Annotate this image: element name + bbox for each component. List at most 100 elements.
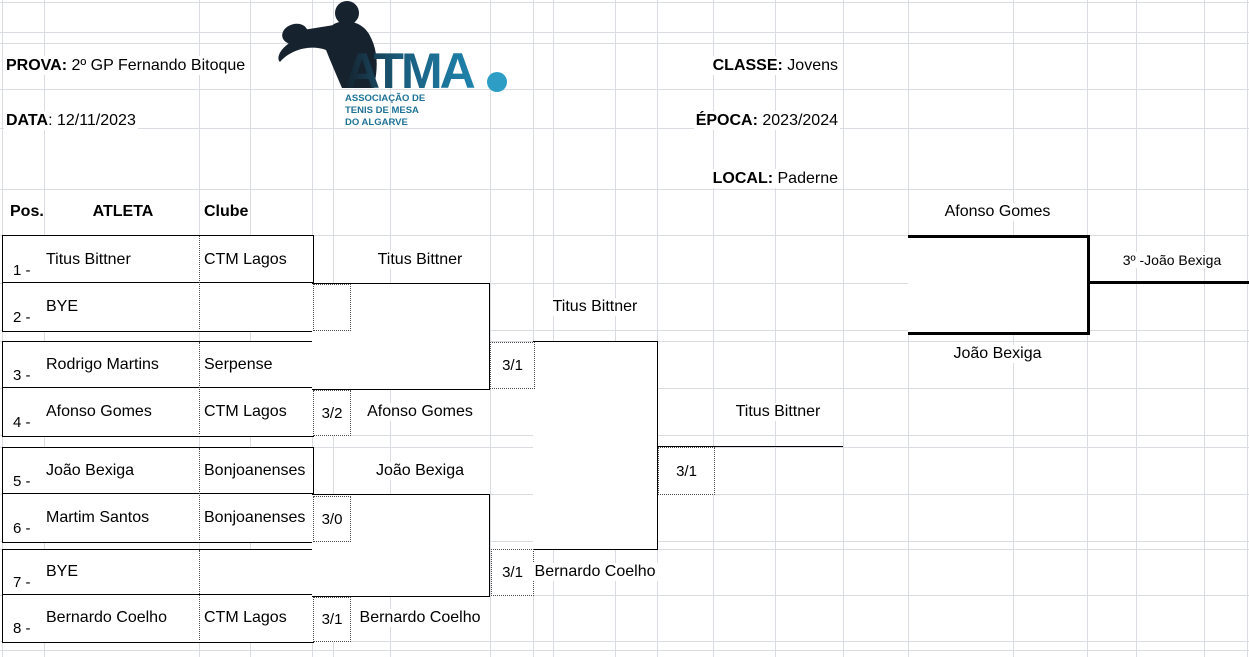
athlete-club-2 xyxy=(204,283,310,330)
athlete-club-7 xyxy=(204,549,310,595)
gridline-horizontal xyxy=(0,2,1249,3)
athlete-name-4: Afonso Gomes xyxy=(46,402,152,420)
atma-logo-graphic: ATMA ASSOCIAÇÃO DE TENIS DE MESA DO ALGA… xyxy=(278,1,507,128)
gridline-vertical xyxy=(533,0,534,657)
round1-winner-4: Bernardo Coelho xyxy=(350,595,490,641)
col-header-clube: Clube xyxy=(204,203,249,220)
third-place-player-bottom: João Bexiga xyxy=(908,330,1087,377)
players-box-3-4 xyxy=(2,341,314,437)
score-cell-match2: 3/2 xyxy=(313,390,351,436)
club-column-separator-1 xyxy=(199,236,200,329)
gridline-vertical xyxy=(713,0,714,657)
athlete-name-1: Titus Bittner xyxy=(46,250,131,268)
data-value: : 12/11/2023 xyxy=(48,112,136,129)
gridline-horizontal xyxy=(0,189,1249,190)
round1-winner-1-text: Titus Bittner xyxy=(374,250,466,269)
pos-label-4: 4 - xyxy=(13,414,31,431)
gridline-horizontal xyxy=(0,43,1249,44)
round1-winner-1: Titus Bittner xyxy=(350,236,490,283)
athlete-club-5: Bonjoanenses xyxy=(204,461,306,479)
final-winner: Titus Bittner xyxy=(713,388,843,435)
score-cell-match3: 3/0 xyxy=(313,496,351,542)
pos-label-3: 3 - xyxy=(13,367,31,384)
local-line: LOCAL: Paderne xyxy=(710,169,840,188)
semifinal-winner-1-text: Titus Bittner xyxy=(549,297,641,316)
semifinal-winner-2: Bernardo Coelho xyxy=(531,549,659,595)
third-place-result-line xyxy=(1087,281,1249,284)
classe-label: CLASSE: xyxy=(712,57,783,74)
gridline-vertical xyxy=(1204,0,1205,657)
epoca-line: ÉPOCA: 2023/2024 xyxy=(693,111,840,130)
prova-line: PROVA: 2º GP Fernando Bitoque xyxy=(4,56,248,75)
athlete-name-5: João Bexiga xyxy=(46,461,135,479)
round1-winner-4-text: Bernardo Coelho xyxy=(356,609,484,627)
gridline-horizontal xyxy=(0,89,1249,90)
score-cell-semifinal2: 3/1 xyxy=(491,549,534,596)
data-line: DATA: 12/11/2023 xyxy=(4,111,138,130)
athlete-club-3: Serpense xyxy=(204,355,273,373)
athlete-club-1: CTM Lagos xyxy=(204,250,287,268)
athlete-club-8: CTM Lagos xyxy=(204,609,287,626)
wordmark-dot xyxy=(487,72,507,92)
third-place-box xyxy=(908,235,1090,335)
gridline-vertical xyxy=(490,0,491,657)
gridline-horizontal xyxy=(0,128,1249,129)
gridline-horizontal xyxy=(0,595,1249,596)
data-label: DATA xyxy=(6,112,49,129)
gridline-vertical xyxy=(553,0,554,657)
epoca-value: 2023/2024 xyxy=(757,112,838,129)
club-column-separator-3 xyxy=(199,448,200,540)
round1-winner-3: João Bexiga xyxy=(350,447,490,494)
players-box-1-2 xyxy=(2,235,314,332)
third-place-result: 3º -João Bexiga xyxy=(1095,236,1249,283)
score-cell-match1 xyxy=(313,284,351,331)
box-divider-4 xyxy=(2,594,313,595)
athlete-name-7: BYE xyxy=(46,563,79,580)
gridline-horizontal xyxy=(0,283,1249,284)
round1-winner-2-text: Afonso Gomes xyxy=(364,402,476,421)
gridline-vertical xyxy=(775,0,776,657)
bracket-line-final xyxy=(657,446,843,447)
gridline-horizontal xyxy=(0,641,1249,642)
logo-subtext-2: TENIS DE MESA xyxy=(345,105,419,116)
athlete-name-3: Rodrigo Martins xyxy=(46,355,159,373)
pos-label-5: 5 - xyxy=(13,473,31,490)
box-divider-1 xyxy=(2,282,313,283)
players-box-5-6 xyxy=(2,447,314,543)
atma-logo: ATMA ASSOCIAÇÃO DE TENIS DE MESA DO ALGA… xyxy=(270,0,515,130)
prova-value: 2º GP Fernando Bitoque xyxy=(67,57,246,74)
pos-label-2: 2 - xyxy=(13,309,31,326)
pos-label-8: 8 - xyxy=(13,620,31,637)
gridline-horizontal xyxy=(0,330,1249,331)
col-header-pos: Pos. xyxy=(10,203,44,220)
athlete-name-8: Bernardo Coelho xyxy=(46,609,167,626)
players-box-7-8 xyxy=(2,549,314,643)
player-silhouette-icon xyxy=(278,1,377,89)
score-cell-final: 3/1 xyxy=(658,447,715,495)
gridline-vertical xyxy=(1247,0,1248,657)
pos-label-7: 7 - xyxy=(13,574,31,591)
final-winner-text: Titus Bittner xyxy=(732,402,824,421)
local-value: Paderne xyxy=(773,170,839,187)
semifinal-winner-2-text: Bernardo Coelho xyxy=(531,563,659,581)
third-place-player-top: Afonso Gomes xyxy=(908,189,1087,235)
club-column-separator-2 xyxy=(199,342,200,434)
classe-value: Jovens xyxy=(782,57,838,74)
athlete-name-2: BYE xyxy=(46,297,79,315)
gridline-vertical xyxy=(1136,0,1137,657)
atma-wordmark: ATMA xyxy=(344,43,475,99)
gridline-vertical xyxy=(843,0,844,657)
score-cell-match4: 3/1 xyxy=(313,597,351,642)
gridline-horizontal xyxy=(0,32,1249,33)
gridline-horizontal xyxy=(0,650,1249,651)
local-label: LOCAL: xyxy=(712,170,774,187)
club-column-separator-4 xyxy=(199,550,200,640)
third-place-player-top-text: Afonso Gomes xyxy=(941,203,1054,221)
gridline-vertical xyxy=(657,0,658,657)
box-divider-2 xyxy=(2,387,313,388)
prova-label: PROVA: xyxy=(6,57,68,74)
third-place-result-text: 3º -João Bexiga xyxy=(1119,251,1225,268)
bracket-connector-semifinals xyxy=(533,341,658,550)
athlete-club-4: CTM Lagos xyxy=(204,402,287,420)
classe-line: CLASSE: Jovens xyxy=(710,56,840,75)
